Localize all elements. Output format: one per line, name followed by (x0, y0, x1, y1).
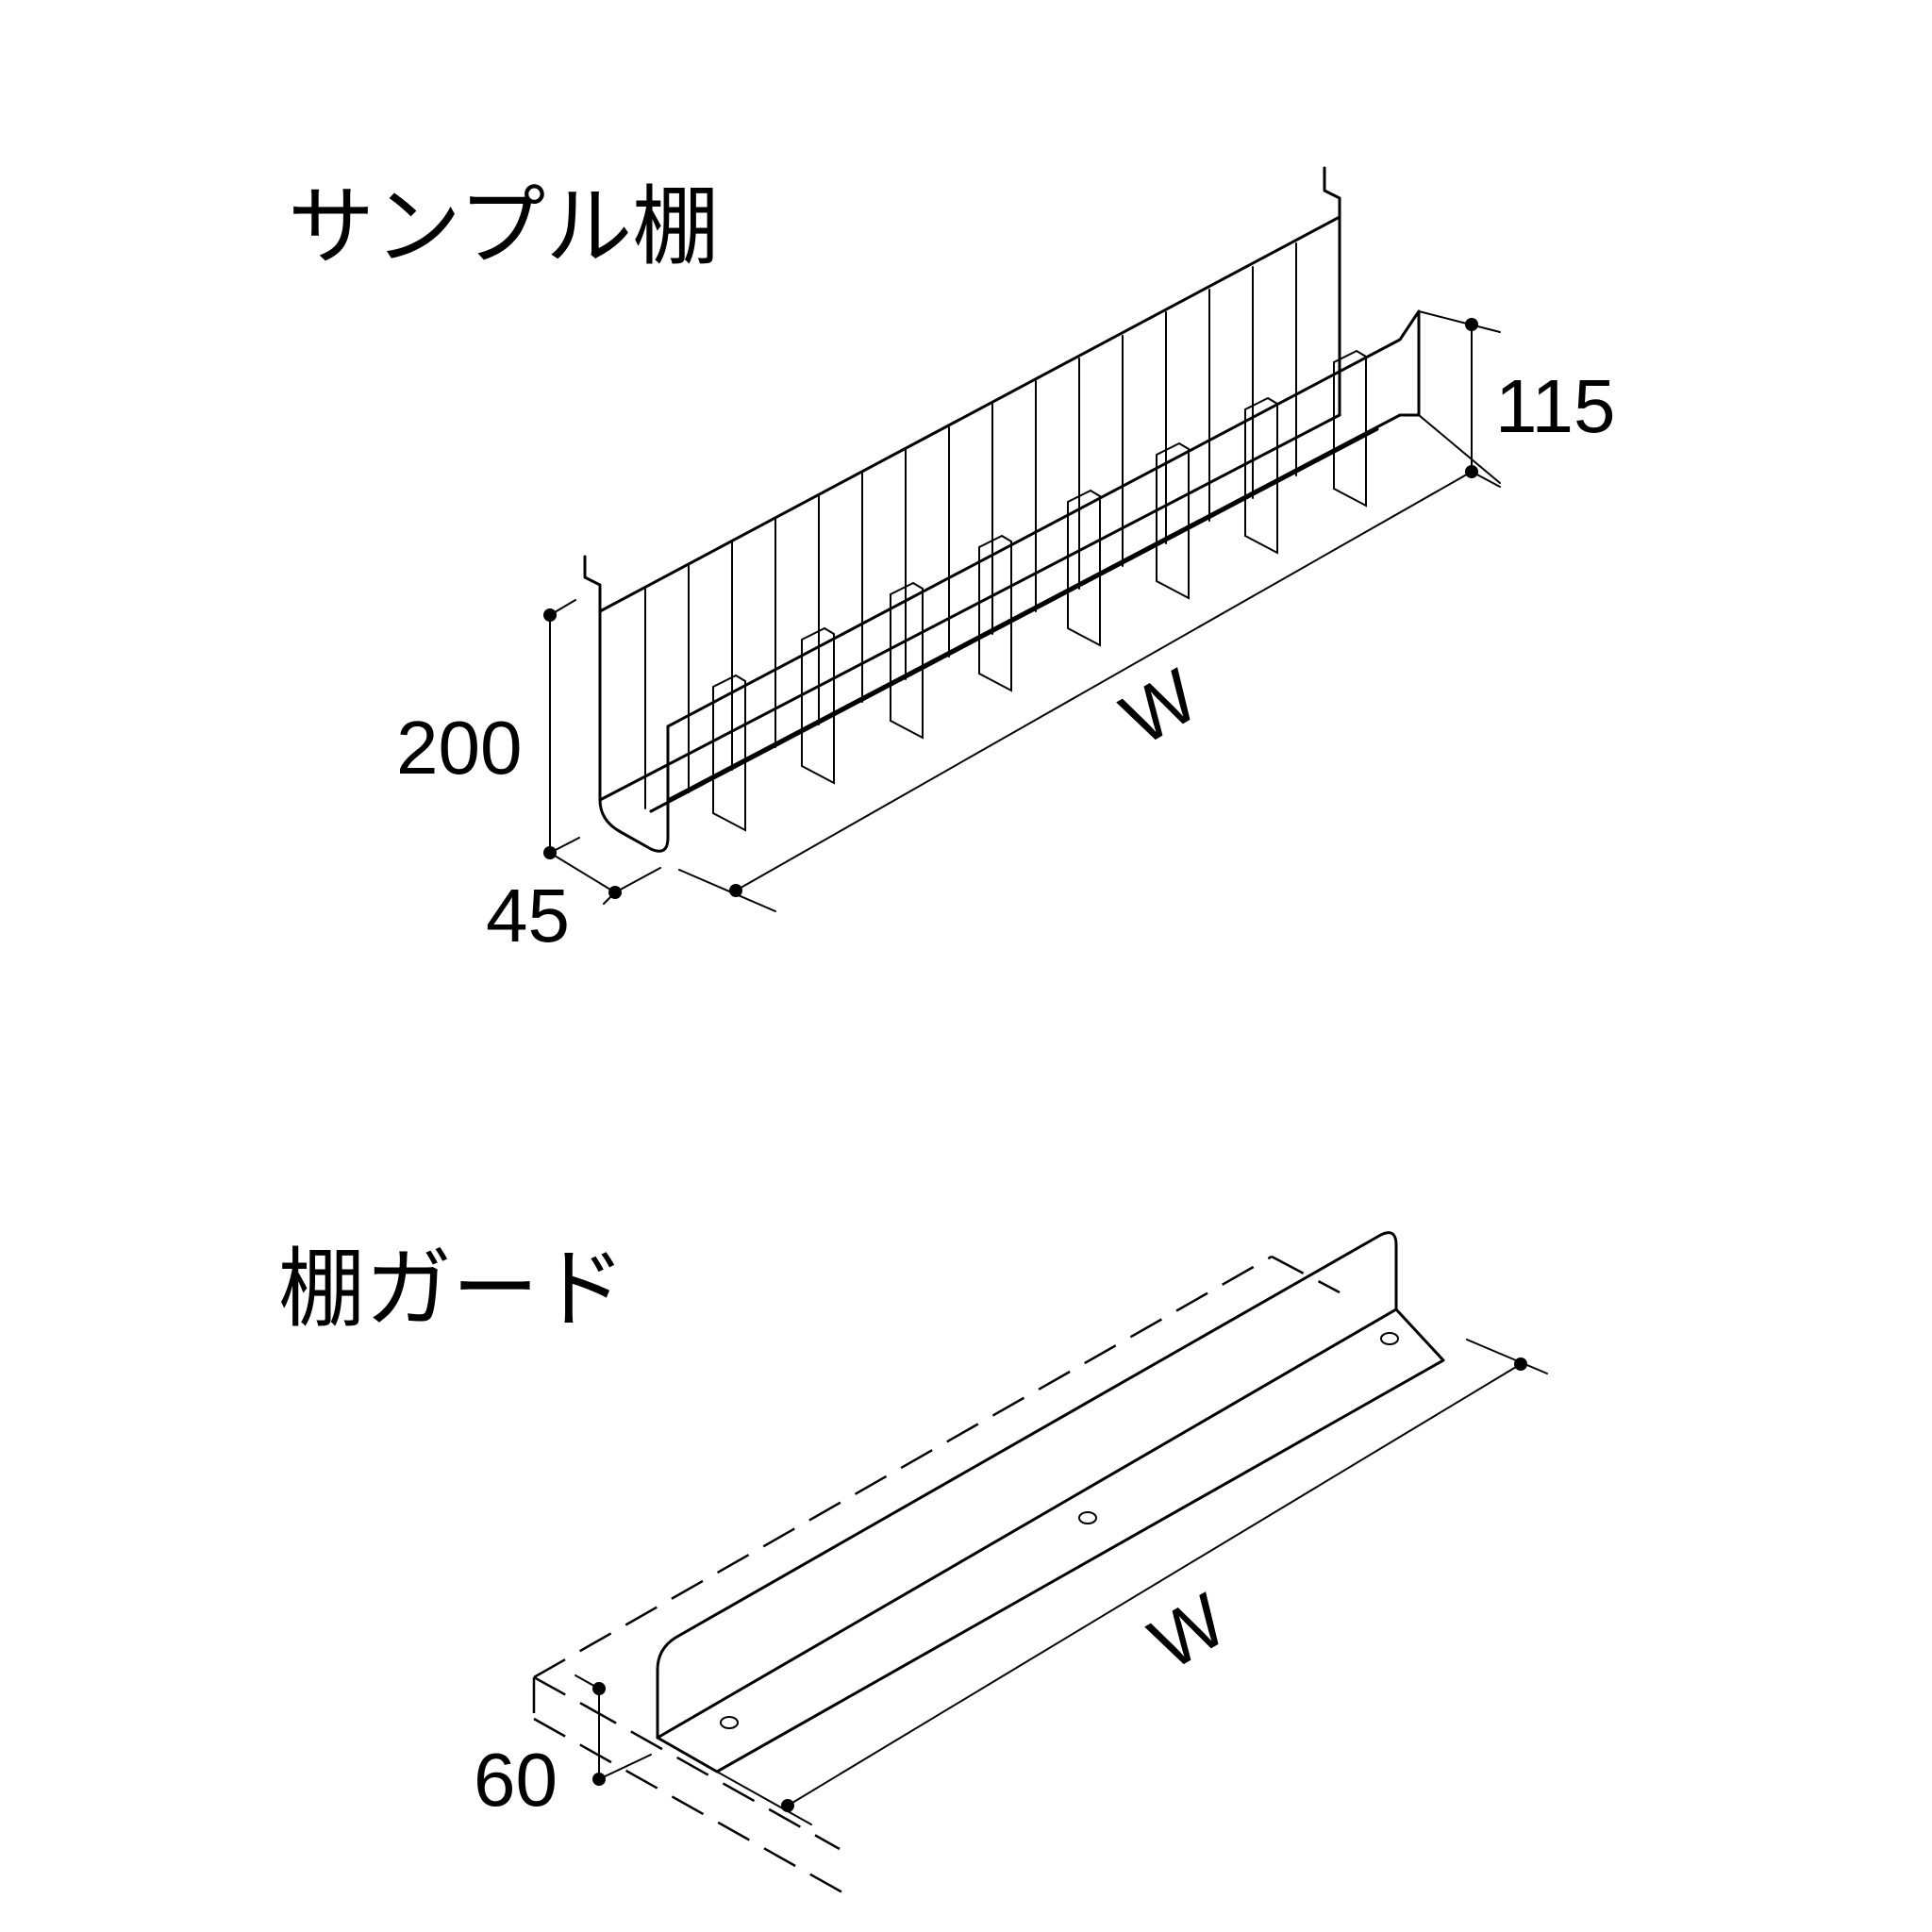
dimension-w-guard: W (716, 1339, 1548, 1825)
sample-shelf-figure: サンプル棚 (288, 166, 1616, 958)
sample-shelf-title: サンプル棚 (288, 179, 719, 275)
height-200-label: 200 (396, 706, 522, 790)
dimension-45: 45 (486, 852, 661, 958)
shelf-guard-figure: 棚ガード 60 W (278, 1231, 1548, 1898)
dimension-115: 115 (1418, 310, 1616, 484)
height-60-label: 60 (474, 1738, 558, 1822)
dimension-200: 200 (396, 599, 580, 859)
divider-115-label: 115 (1495, 364, 1616, 448)
width-w-label-guard: W (1136, 1577, 1240, 1686)
sample-shelf-wire-rack (583, 166, 1421, 853)
shelf-guard-bracket (532, 1231, 1445, 1898)
depth-45-label: 45 (486, 874, 570, 958)
dimension-60: 60 (474, 1674, 652, 1822)
shelf-guard-title: 棚ガード (278, 1241, 625, 1338)
